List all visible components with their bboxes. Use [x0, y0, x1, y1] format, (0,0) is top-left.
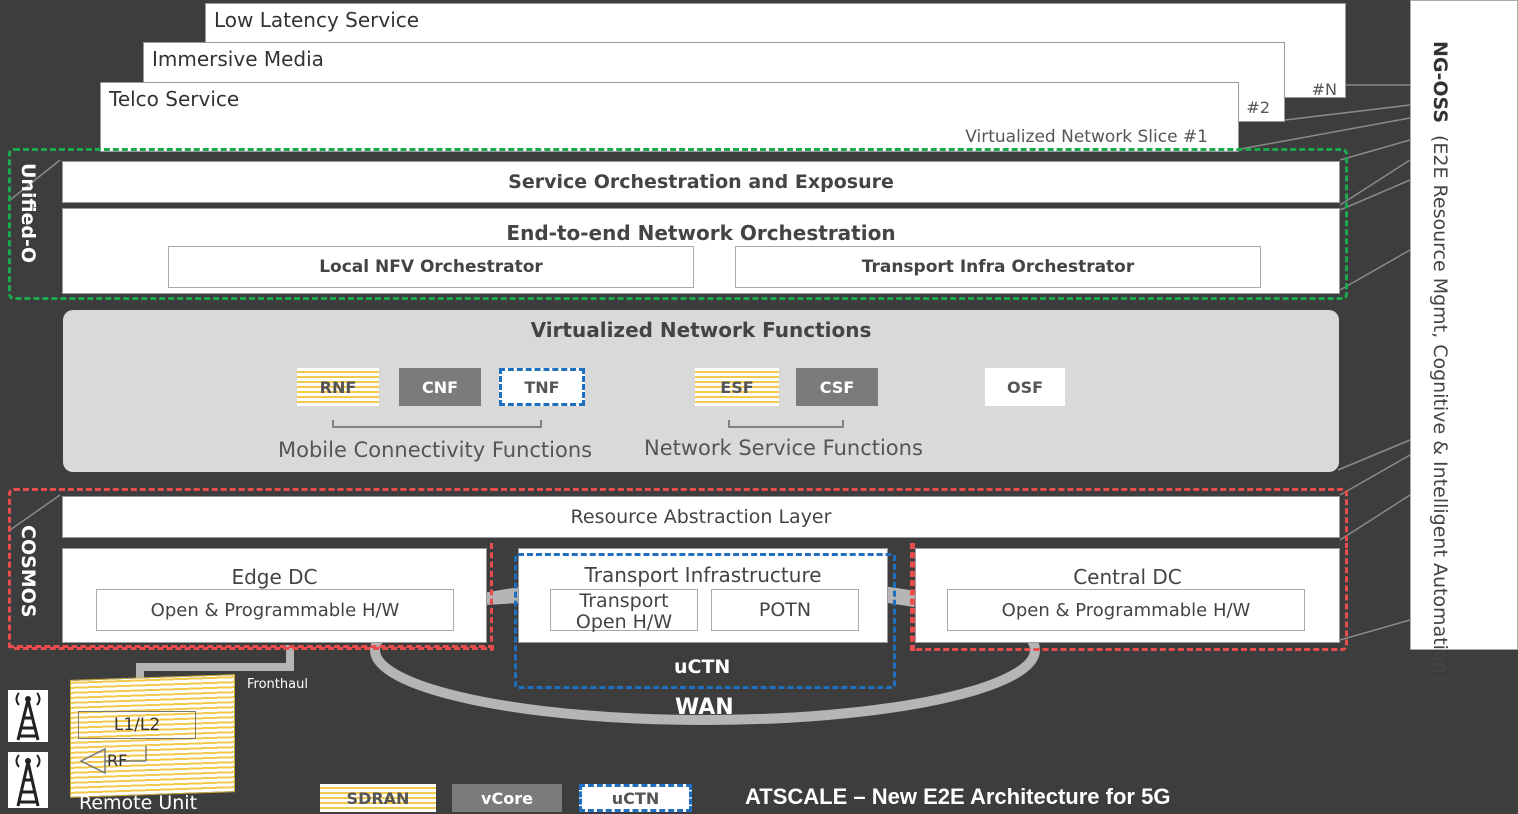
ngoss-text: (E2E Resource Mgmt, Cognitive & Intellig… [1429, 41, 1451, 681]
ngoss-subtitle: (E2E Resource Mgmt, Cognitive & Intellig… [1429, 135, 1451, 682]
vnf-title: Virtualized Network Functions [530, 318, 872, 342]
fronthaul-label: Fronthaul [247, 677, 308, 692]
legend-sdran: SDRAN [320, 784, 436, 812]
central-dc-label: Central DC [1073, 565, 1182, 589]
esf-label: ESF [720, 377, 754, 397]
mobile-connectivity-label: Mobile Connectivity Functions [278, 438, 593, 462]
transport-hw: Transport Open H/W [550, 589, 698, 633]
csf-label: CSF [819, 377, 855, 397]
service-orchestration: Service Orchestration and Exposure [62, 161, 1340, 203]
slice-telco: Telco Service Virtualized Network Slice … [100, 82, 1239, 152]
unified-o-frame [8, 148, 1348, 300]
legend-vcore-label: vCore [481, 788, 533, 808]
transport-infra-orchestrator: Transport Infra Orchestrator [735, 246, 1261, 288]
rnf-box: RNF [297, 368, 379, 406]
unified-o-label: Unified-O [17, 163, 39, 264]
esf-box: ESF [695, 368, 779, 406]
cnf-label: CNF [421, 377, 459, 397]
slice-caption: Virtualized Network Slice #1 [965, 127, 1208, 147]
wan-label: WAN [675, 695, 734, 720]
legend-sdran-label: SDRAN [346, 788, 410, 808]
osf-box: OSF [985, 368, 1065, 406]
transport-hw-line1: Transport [579, 590, 669, 613]
service-orchestration-label: Service Orchestration and Exposure [508, 171, 894, 193]
cosmos-label: COSMOS [17, 525, 39, 618]
antenna-icon-2 [8, 752, 48, 808]
slice-2-label: #2 [1246, 98, 1270, 117]
cosmos-frame-central [910, 543, 1348, 651]
l1l2-box: L1/L2 [78, 711, 196, 739]
edge-dc: Edge DC Open & Programmable H/W [62, 548, 487, 643]
legend-uctn-label: uCTN [611, 788, 660, 808]
legend-vcore: vCore [452, 784, 562, 812]
slice-low-latency-label: Low Latency Service [214, 8, 420, 32]
transport-infra-label: Transport Infrastructure [584, 563, 822, 587]
cosmos-frame-edge-bottom [8, 645, 494, 648]
e2e-orchestration-label: End-to-end Network Orchestration [506, 221, 896, 245]
transport-infrastructure: Transport Infrastructure Transport Open … [518, 548, 888, 643]
edge-hw: Open & Programmable H/W [96, 589, 454, 631]
central-hw: Open & Programmable H/W [947, 589, 1305, 631]
local-nfv-orchestrator: Local NFV Orchestrator [168, 246, 694, 288]
rf-label: RF [107, 751, 128, 770]
rnf-label: RNF [319, 377, 357, 397]
potn-box: POTN [711, 589, 859, 631]
uctn-frame [514, 553, 896, 689]
diagram-caption: ATSCALE – New E2E Architecture for 5G [745, 784, 1171, 809]
tnf-label: TNF [524, 377, 560, 397]
transport-hw-line2: Open H/W [575, 611, 673, 633]
cosmos-frame-right [492, 488, 1348, 548]
network-service-label: Network Service Functions [644, 436, 923, 460]
ngoss-panel: (E2E Resource Mgmt, Cognitive & Intellig… [1410, 0, 1518, 681]
resource-abstraction-label: Resource Abstraction Layer [570, 506, 832, 528]
ngoss-title: NG-OSS [1429, 41, 1451, 124]
osf-label: OSF [1006, 377, 1044, 397]
tnf-box: TNF [499, 368, 585, 406]
antenna-icon [8, 690, 48, 742]
slice-immersive-label: Immersive Media [152, 47, 324, 71]
resource-abstraction-layer: Resource Abstraction Layer [62, 496, 1340, 538]
slice-n-label: #N [1311, 80, 1337, 99]
uctn-label: uCTN [674, 656, 731, 678]
remote-unit-label: Remote Unit [79, 792, 198, 814]
slice-telco-label: Telco Service [109, 87, 240, 111]
e2e-orchestration: End-to-end Network Orchestration Local N… [62, 208, 1340, 294]
cosmos-frame-left [8, 488, 494, 650]
edge-dc-label: Edge DC [231, 565, 318, 589]
cnf-box: CNF [399, 368, 481, 406]
central-dc: Central DC Open & Programmable H/W [915, 548, 1340, 643]
cosmos-frame-center [490, 543, 915, 651]
legend-uctn: uCTN [579, 784, 692, 812]
csf-box: CSF [796, 368, 878, 406]
rf-amplifier-icon [79, 746, 147, 775]
vnf-panel: Virtualized Network Functions [63, 310, 1339, 472]
